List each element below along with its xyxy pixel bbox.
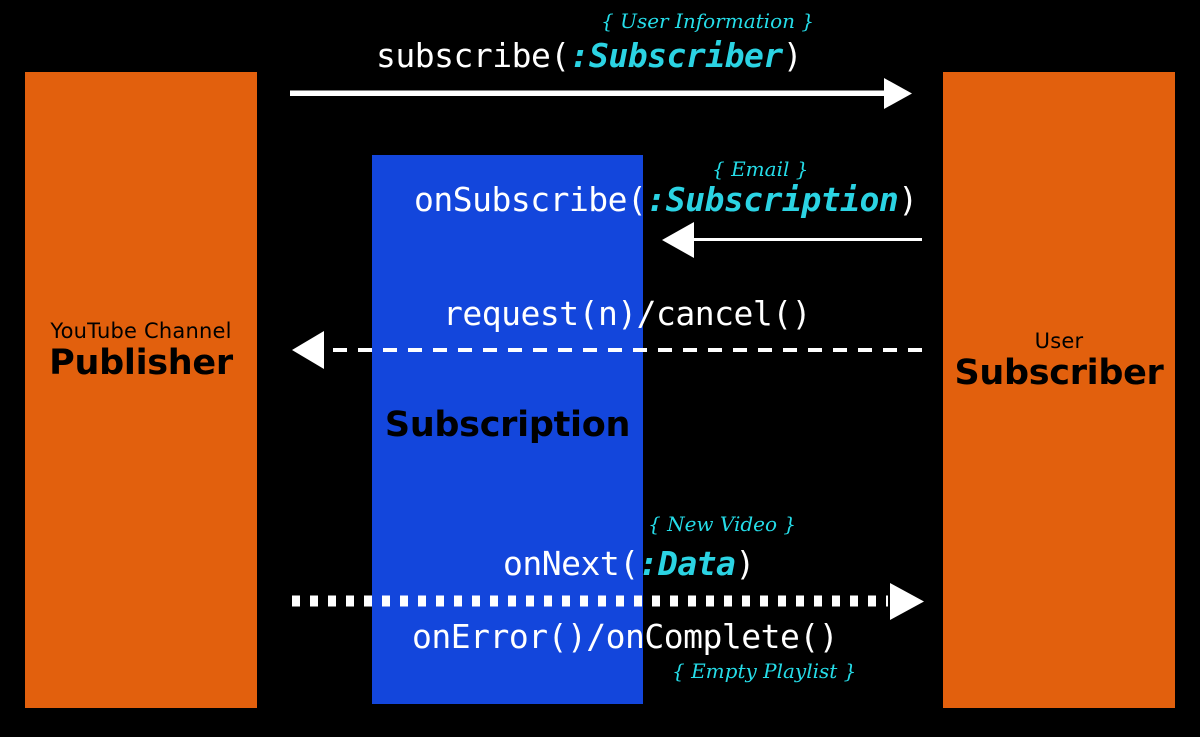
signature-on-subscribe-close: ) [898, 180, 918, 219]
signature-subscribe: subscribe(:Subscriber) [376, 36, 803, 75]
subscription-box [372, 155, 643, 704]
signature-subscribe-close: ) [782, 36, 803, 75]
signature-on-subscribe: onSubscribe(:Subscription) [414, 180, 918, 219]
note-on-subscribe: { Email } [712, 157, 809, 181]
arrow-subscribe [290, 78, 912, 109]
signature-on-error-on-complete: onError()/onComplete() [412, 617, 839, 656]
arrow-on-subscribe [662, 222, 922, 258]
signature-on-subscribe-type: :Subscription [646, 180, 899, 219]
signature-on-next-type: :Data [638, 544, 736, 583]
signature-on-next-method: onNext( [503, 544, 639, 583]
note-on-next: { New Video } [648, 512, 797, 536]
signature-on-next: onNext(:Data) [503, 544, 755, 583]
subscription-title: Subscription [384, 405, 631, 445]
signature-request-cancel: request(n)/cancel() [443, 294, 812, 333]
publisher-lifeline-box [25, 72, 257, 708]
signature-subscribe-type: :Subscriber [569, 36, 784, 75]
signature-on-subscribe-method: onSubscribe( [414, 180, 647, 219]
note-on-error-on-complete: { Empty Playlist } [672, 659, 857, 683]
signature-subscribe-method: subscribe( [376, 36, 570, 75]
note-subscribe: { User Information } [601, 9, 815, 33]
signature-on-next-close: ) [735, 544, 755, 583]
subscriber-lifeline-box [943, 72, 1175, 708]
